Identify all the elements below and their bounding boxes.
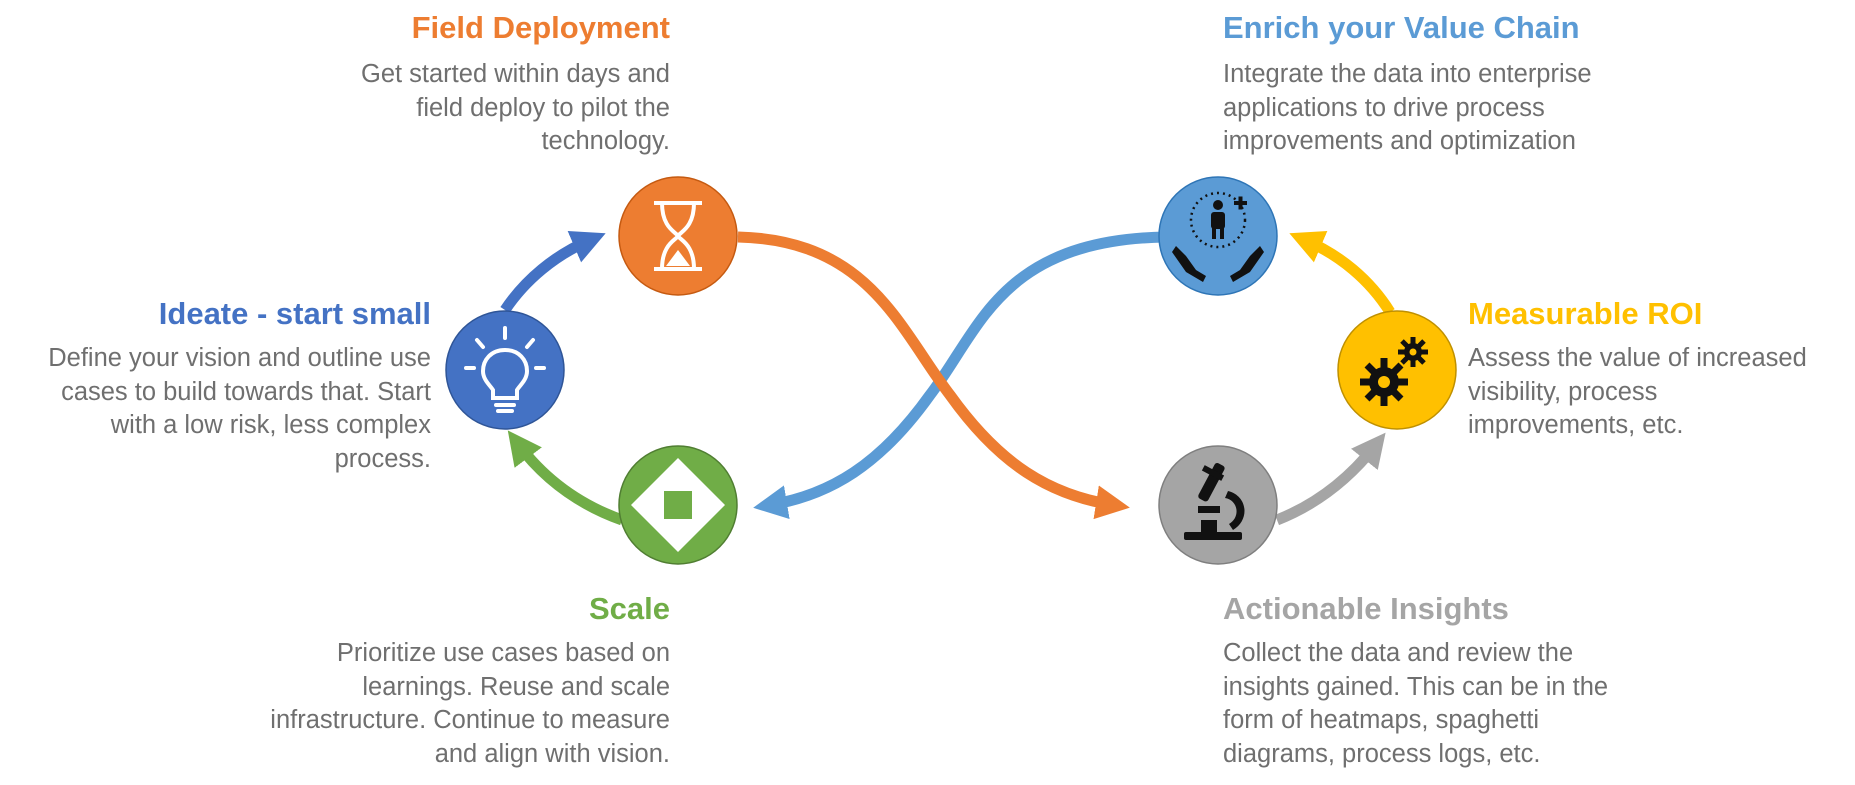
enrich-line-3: improvements and optimization (1223, 127, 1576, 155)
roi-line-2: visibility, process (1468, 377, 1658, 406)
gears-icon (1360, 337, 1428, 406)
field-deployment-line-3: technology. (541, 127, 670, 155)
stage-circle-field-deployment (618, 176, 738, 296)
arrow-enrich-to-scale (753, 231, 1166, 520)
enrich-line-2: applications to drive process (1223, 93, 1545, 122)
field-deployment-title: Field Deployment (411, 10, 670, 45)
roi-description: Assess the value of increased visibility… (1468, 342, 1853, 443)
stage-circle-scale (618, 445, 738, 565)
scale-line-2: learnings. Reuse and scale (362, 672, 670, 701)
stage-circle-ideate (445, 310, 565, 430)
expand-arrows-icon (631, 458, 725, 552)
roi-line-1: Assess the value of increased (1468, 344, 1807, 372)
roi-line-3: improvements, etc. (1468, 411, 1684, 439)
ideate-line-4: process. (334, 444, 431, 473)
hourglass-icon (654, 201, 702, 271)
insights-description: Collect the data and review the insights… (1223, 637, 1693, 771)
enrich-title: Enrich your Value Chain (1223, 10, 1580, 45)
ideate-line-3: with a low risk, less complex (110, 411, 431, 439)
ideate-title: Ideate - start small (158, 296, 431, 331)
ideate-line-2: cases to build towards that. Start (61, 377, 431, 406)
arrow-deploy-to-insights (737, 231, 1130, 520)
enrich-description: Integrate the data into enterprise appli… (1223, 58, 1683, 159)
insights-line-4: diagrams, process logs, etc. (1223, 739, 1541, 768)
arrow-insights-to-roi (1274, 432, 1386, 526)
hands-person-plus-icon (1172, 191, 1264, 282)
field-deployment-line-2: field deploy to pilot the (416, 93, 670, 122)
scale-line-4: and align with vision. (434, 739, 670, 768)
lightbulb-icon (464, 326, 546, 413)
ideate-line-1: Define your vision and outline use (48, 344, 431, 372)
arrow-roi-to-enrich (1289, 231, 1395, 315)
field-deployment-description: Get started within days and field deploy… (250, 58, 670, 159)
insights-line-2: insights gained. This can be in the (1223, 672, 1609, 701)
scale-description: Prioritize use cases based on learnings.… (210, 637, 670, 771)
insights-line-1: Collect the data and review the (1223, 639, 1574, 667)
stage-circle-roi (1337, 310, 1457, 430)
stage-circle-enrich (1158, 176, 1278, 296)
ideate-description: Define your vision and outline use cases… (0, 342, 431, 476)
stage-circle-insights (1158, 445, 1278, 565)
insights-title: Actionable Insights (1223, 591, 1509, 626)
scale-line-3: infrastructure. Continue to measure (270, 706, 670, 734)
insights-line-3: form of heatmaps, spaghetti (1223, 706, 1540, 734)
scale-title: Scale (588, 591, 670, 626)
microscope-icon (1184, 463, 1245, 540)
arrow-scale-to-ideate (507, 430, 624, 526)
arrow-ideate-to-deploy (500, 231, 606, 314)
roi-title: Measurable ROI (1468, 296, 1703, 331)
scale-line-1: Prioritize use cases based on (336, 639, 670, 667)
enrich-line-1: Integrate the data into enterprise (1223, 60, 1592, 88)
field-deployment-line-1: Get started within days and (360, 60, 670, 88)
